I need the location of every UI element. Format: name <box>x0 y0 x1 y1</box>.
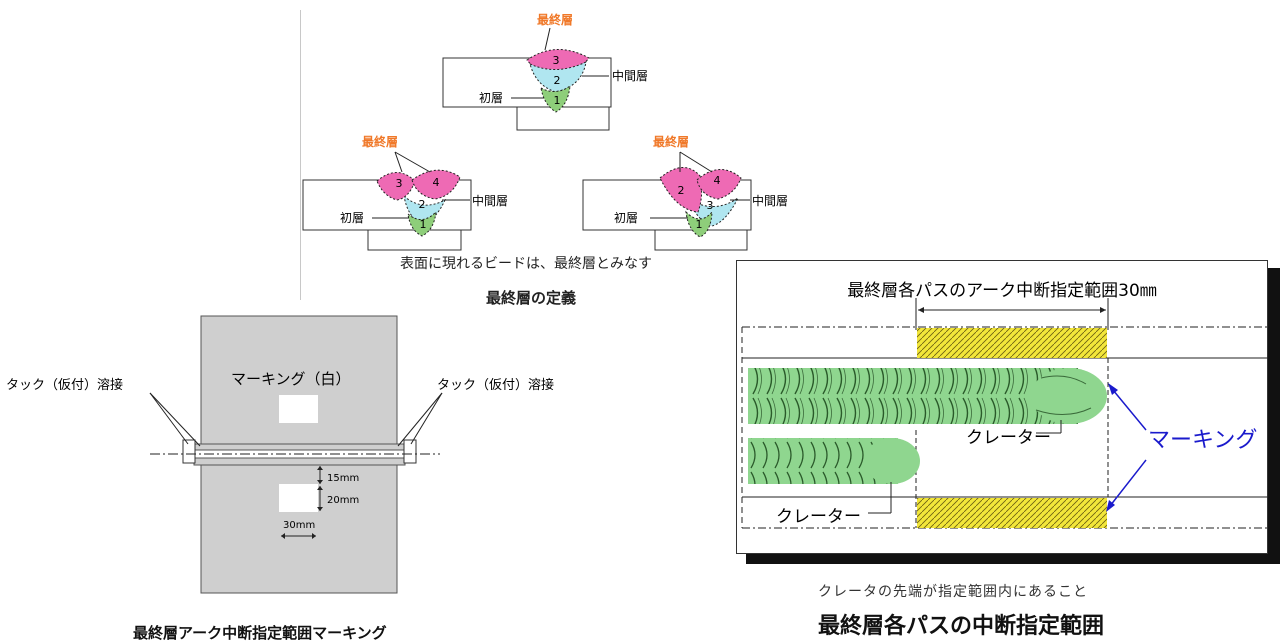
range-figure-caption: 最終層各パスの中断指定範囲 <box>818 613 1105 639</box>
crater-label-lower: クレーター <box>776 507 861 527</box>
middle-layer-label-a: 中間層 <box>612 68 648 83</box>
crater-label-upper: クレーター <box>966 428 1051 448</box>
pass-a-3: 3 <box>553 54 560 67</box>
weld-section-b <box>302 169 472 251</box>
pass-b-2: 2 <box>419 198 426 211</box>
marking-plate-diagram <box>149 315 443 594</box>
definition-caption: 最終層の定義 <box>486 289 577 307</box>
marking-arrow-up <box>1112 389 1147 431</box>
middle-layer-label-c: 中間層 <box>752 193 788 208</box>
final-layer-leader-b2 <box>394 151 431 173</box>
pass-c-3: 3 <box>707 199 714 212</box>
range-figure-title: 最終層各パスのアーク中断指定範囲30㎜ <box>847 281 1157 301</box>
final-layer-leader-b1 <box>394 151 403 173</box>
interruption-range-diagram: 最終層各パスのアーク中断指定範囲30㎜ クレーター クレーター マーキング <box>741 281 1268 529</box>
weld-section-c <box>582 167 752 251</box>
pass-c-4: 4 <box>714 174 721 187</box>
divider-line <box>300 10 301 300</box>
weld-section-a <box>442 49 612 131</box>
dim-30mm: 30mm <box>283 520 315 531</box>
pass-c-2: 2 <box>678 184 685 197</box>
definition-note: 表面に現れるビードは、最終層とみなす <box>400 256 652 272</box>
first-layer-label-b: 初層 <box>340 211 364 225</box>
marking-plate-caption: 最終層アーク中断指定範囲マーキング <box>133 624 387 642</box>
final-layer-label-a: 最終層 <box>537 12 573 27</box>
middle-layer-label-b: 中間層 <box>472 193 508 208</box>
marking-band-top <box>917 328 1107 358</box>
final-layer-leader-a <box>544 27 551 51</box>
pass-b-1: 1 <box>420 218 427 231</box>
marking-arrow-down <box>1109 459 1147 507</box>
final-layer-label-c: 最終層 <box>653 134 689 149</box>
tack-weld-label-left: タック（仮付）溶接 <box>6 377 123 393</box>
first-layer-label-a: 初層 <box>479 91 503 105</box>
range-figure-note: クレータの先端が指定範囲内にあること <box>818 584 1088 600</box>
final-layer-leader-c2 <box>679 151 713 173</box>
marking-label: マーキング <box>1148 428 1257 453</box>
pass-b-4: 4 <box>433 176 440 189</box>
tack-weld-label-right: タック（仮付）溶接 <box>437 377 554 393</box>
first-layer-label-c: 初層 <box>614 211 638 225</box>
final-layer-label-b: 最終層 <box>362 134 398 149</box>
marking-band-bottom <box>917 498 1107 528</box>
pass-b-3: 3 <box>396 177 403 190</box>
marking-white-label: マーキング（白） <box>231 370 351 388</box>
dim-15mm: 15mm <box>327 473 359 484</box>
pass-a-1: 1 <box>554 94 561 107</box>
weld-bead-upper <box>748 368 1078 424</box>
dim-20mm: 20mm <box>327 495 359 506</box>
pass-a-2: 2 <box>554 74 561 87</box>
pass-c-1: 1 <box>696 218 703 231</box>
